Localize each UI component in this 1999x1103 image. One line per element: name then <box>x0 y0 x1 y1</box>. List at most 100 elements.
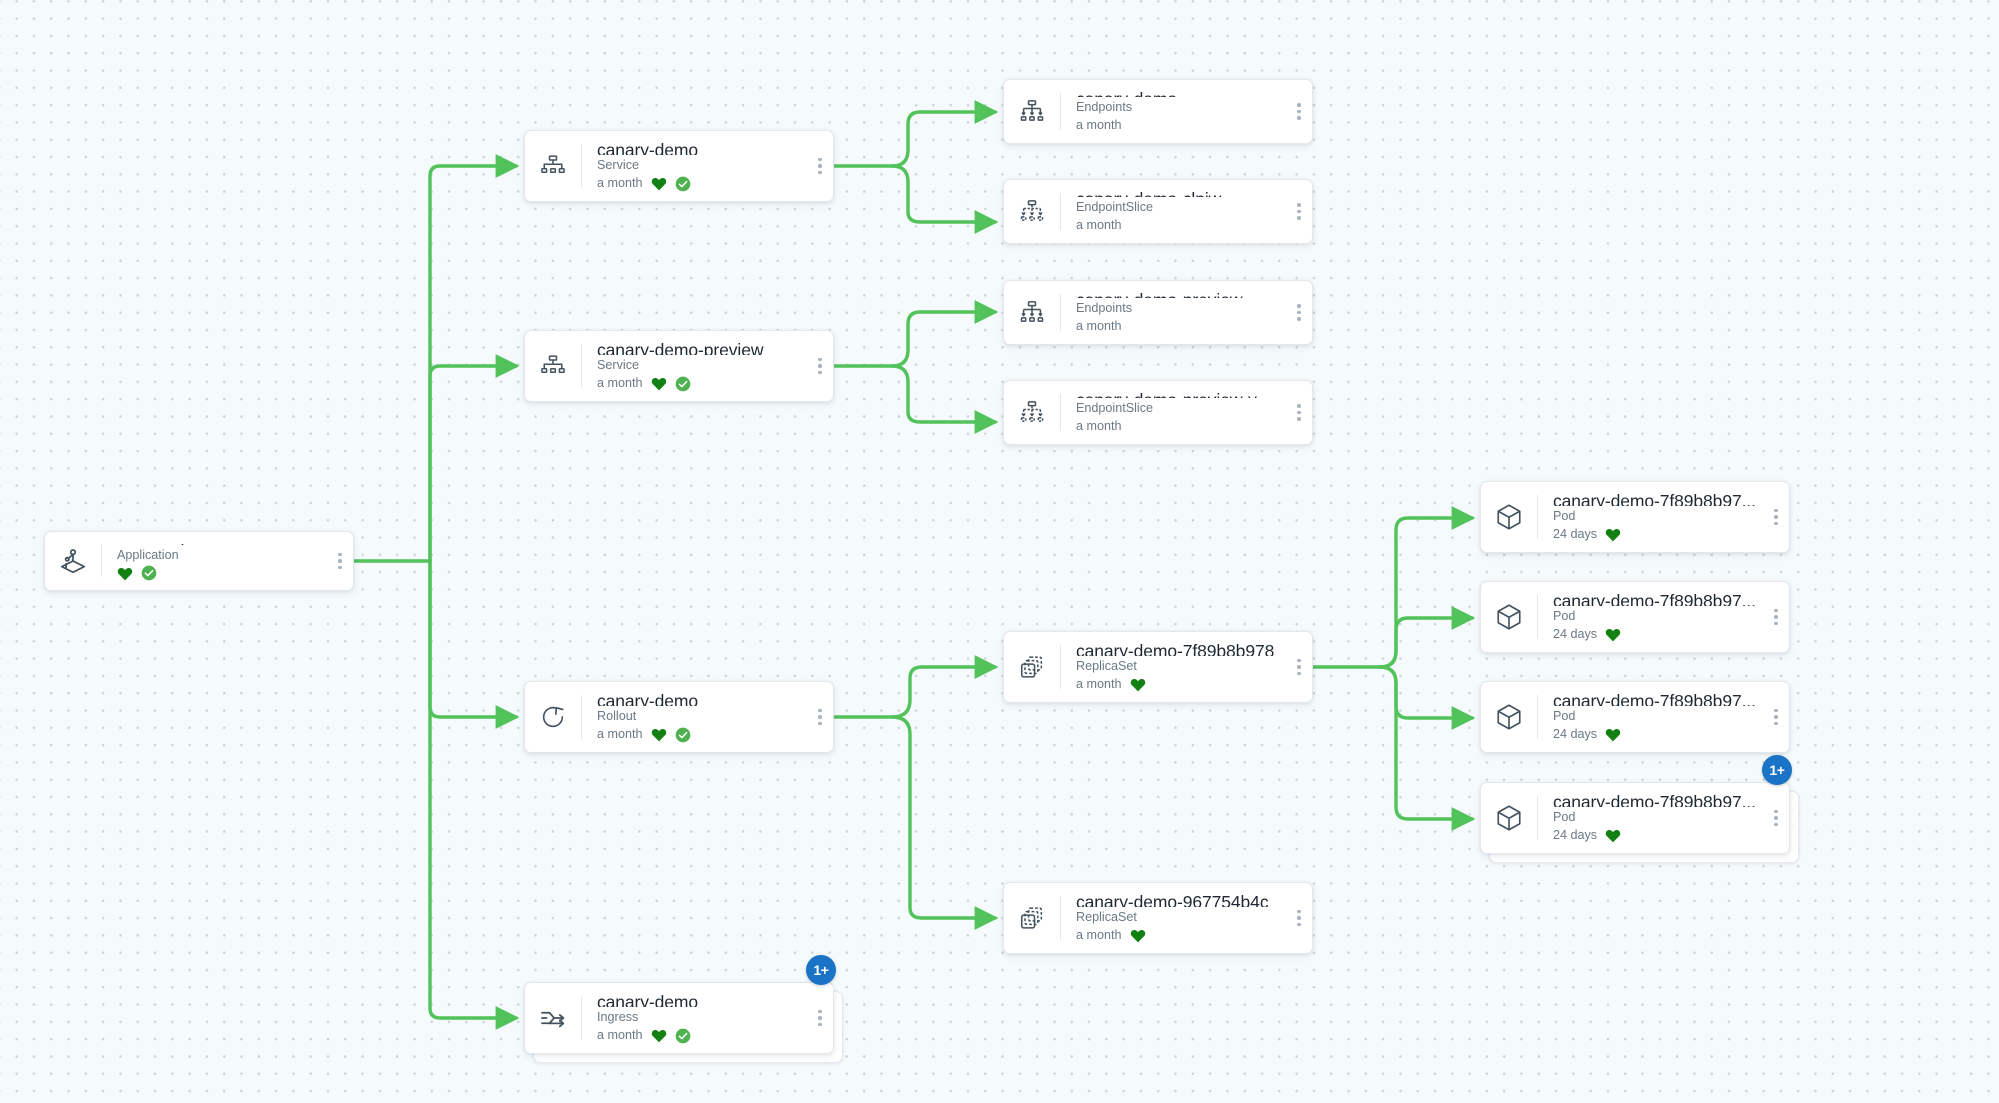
edge-preview-endpointslice <box>890 364 999 434</box>
node-body: canary-demo-7f89b8b97... Pod 24 days <box>1538 783 1763 853</box>
node-meta: a month <box>597 726 807 743</box>
node-menu-button[interactable] <box>1286 281 1312 344</box>
node-meta: a month <box>1076 418 1286 435</box>
node-age: a month <box>1076 928 1122 942</box>
replicaset-icon <box>1004 883 1060 953</box>
node-title: canary-demo-7f89b8b97... <box>1553 792 1756 807</box>
health-heart-icon <box>1130 930 1145 943</box>
node-divider <box>581 695 582 739</box>
node-divider <box>1060 93 1061 130</box>
node-meta: 24 days <box>1553 827 1763 844</box>
node-title: canary-demo-7f89b8b97... <box>1553 691 1756 706</box>
health-heart-icon <box>117 567 133 580</box>
node-title: canary-demo-clpjw <box>1076 189 1286 197</box>
node-meta: a month <box>1076 927 1286 944</box>
node-menu-button[interactable] <box>1763 482 1789 552</box>
resource-node-ep-canary-demo[interactable]: canary-demoEndpointsa month <box>1003 79 1313 144</box>
health-heart-icon <box>651 729 666 742</box>
kebab-icon <box>1297 909 1301 927</box>
resource-node-eps-canary-demo-clpjw[interactable]: canary-demo-clpjwEndpointSlicea month <box>1003 179 1313 244</box>
argo-application-icon <box>45 532 101 590</box>
hidden-children-badge[interactable]: 1+ <box>1762 755 1792 785</box>
sync-check-icon <box>141 565 157 581</box>
edge-preview-endpoints <box>890 300 999 368</box>
node-menu-button[interactable] <box>327 532 353 590</box>
node-menu-button[interactable] <box>1286 381 1312 444</box>
node-kind: EndpointSlice <box>1076 200 1154 214</box>
node-divider <box>1537 595 1538 639</box>
endpoints-icon <box>1004 281 1060 344</box>
endpointslice-icon <box>1004 180 1060 243</box>
node-divider <box>1060 294 1061 331</box>
service-icon <box>525 331 581 401</box>
node-divider <box>1060 896 1061 940</box>
kebab-icon <box>1297 203 1301 220</box>
kebab-icon <box>1297 103 1301 120</box>
node-menu-button[interactable] <box>1763 783 1789 853</box>
node-title: canary-demo-preview <box>1076 290 1286 298</box>
endpointslice-icon <box>1004 381 1060 444</box>
node-title: canary-demo <box>597 140 699 155</box>
node-age: 24 days <box>1553 527 1598 541</box>
node-kind: Pod <box>1553 509 1576 523</box>
node-divider <box>1060 394 1061 431</box>
node-age: a month <box>1076 319 1122 333</box>
node-menu-button[interactable] <box>807 682 833 752</box>
node-menu-button[interactable] <box>1763 582 1789 652</box>
health-heart-icon <box>1605 529 1621 542</box>
node-meta: a month <box>1076 676 1286 693</box>
resource-node-pod-4[interactable]: canary-demo-7f89b8b97... Pod 24 days <box>1480 782 1790 854</box>
sync-check-icon <box>675 376 690 391</box>
kebab-icon <box>1297 304 1301 321</box>
node-kind: ReplicaSet <box>1076 910 1137 924</box>
hidden-children-badge[interactable]: 1+ <box>806 955 836 985</box>
node-menu-button[interactable] <box>1286 883 1312 953</box>
node-menu-button[interactable] <box>1286 180 1312 243</box>
node-menu-button[interactable] <box>807 331 833 401</box>
node-divider <box>1060 193 1061 230</box>
pod-icon <box>1481 682 1537 752</box>
node-menu-button[interactable] <box>807 983 833 1053</box>
node-title: canary-demo <box>597 691 699 706</box>
node-menu-button[interactable] <box>1286 80 1312 143</box>
node-title: canary-demo-967754b4c <box>1076 892 1269 907</box>
resource-node-app-root[interactable]: canary-demoApplication <box>44 531 354 591</box>
node-age: a month <box>1076 419 1122 433</box>
node-age: a month <box>597 376 643 390</box>
rollout-icon <box>525 682 581 752</box>
node-title: canary-demo <box>597 992 699 1007</box>
pod-icon <box>1481 582 1537 652</box>
node-body: canary-demo-previewEndpointsa month <box>1061 281 1286 344</box>
node-title: canary-demo <box>1076 89 1286 97</box>
edge-rs-pod1 <box>1378 506 1476 669</box>
health-heart-icon <box>651 1030 666 1043</box>
node-title: canary-demo-7f89b8b978 <box>1076 641 1275 656</box>
node-title: canary-demo-preview-v... <box>1076 390 1286 398</box>
node-menu-button[interactable] <box>1763 682 1789 752</box>
edge-service-endpoints <box>890 100 999 168</box>
service-icon <box>525 131 581 201</box>
node-kind: Pod <box>1553 810 1576 824</box>
node-kind: Service <box>597 358 639 372</box>
node-menu-button[interactable] <box>807 131 833 201</box>
kebab-icon <box>818 708 822 726</box>
node-menu-button[interactable] <box>1286 632 1312 702</box>
sync-check-icon <box>675 1028 690 1043</box>
edge-app-ingress <box>428 559 520 1030</box>
resource-node-ep-canary-demo-preview[interactable]: canary-demo-previewEndpointsa month <box>1003 280 1313 345</box>
